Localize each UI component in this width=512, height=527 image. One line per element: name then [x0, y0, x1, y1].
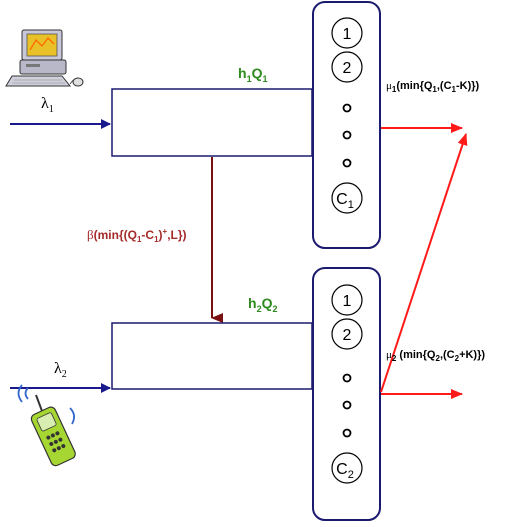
desktop-computer-icon: [5, 29, 84, 87]
queue1-server-c1: [331, 182, 363, 214]
queue2-ellipsis-dot: [342, 373, 352, 383]
queue1-server-1: [331, 17, 363, 49]
queue1-server-2-label: 2: [343, 60, 352, 77]
queue1-server-2: [331, 51, 363, 83]
queue2-server-c2: [331, 452, 363, 484]
queue1: 1 2 C1 h1Q1 λ1 μ1(min{Q1,(C1-K)}): [10, 1, 480, 249]
queue2-buffer: [111, 322, 313, 390]
queue1-service-rate: μ1(min{Q1,(C1-K)}): [386, 80, 480, 94]
queue2-to-queue1-output-arrow: [380, 133, 468, 393]
queue2-server-pool: [312, 267, 381, 521]
queue2-service-rate: μ2 (min{Q2,(C2+K)}): [386, 349, 485, 363]
queue2-ellipsis-dot: [342, 400, 352, 410]
queue2-holding-label: h2Q2: [248, 295, 277, 314]
queue2-server-1: [331, 284, 363, 316]
queue2-arrival-label: λ2: [54, 360, 67, 380]
queue2-server-1-label: 1: [343, 293, 352, 310]
queue1-holding-label: h1Q1: [238, 65, 267, 84]
queue1-buffer: [111, 88, 313, 157]
queue2: 1 2 C2 h2Q2 λ2 μ2 (min{Q2,(C2+K)}): [10, 133, 485, 521]
queue1-ellipsis-dot: [342, 158, 352, 168]
queue1-ellipsis-dot: [342, 103, 352, 113]
queue2-server-c2-label: C2: [336, 461, 354, 481]
overflow-rate-label: β(min{(Q1-C1)+,L}): [87, 227, 187, 244]
queue2-server-2: [331, 318, 363, 350]
overflow: β(min{(Q1-C1)+,L}): [87, 157, 223, 323]
queue2-server-2-label: 2: [343, 327, 352, 344]
queue1-server-pool: [312, 1, 381, 249]
queue2-ellipsis-dot: [342, 428, 352, 438]
queue1-server-1-label: 1: [343, 26, 352, 43]
queue1-ellipsis-dot: [342, 130, 352, 140]
mobile-phone-icon: [17, 384, 76, 467]
queue1-server-c1-label: C1: [336, 191, 354, 211]
queue1-arrival-label: λ1: [41, 95, 54, 115]
